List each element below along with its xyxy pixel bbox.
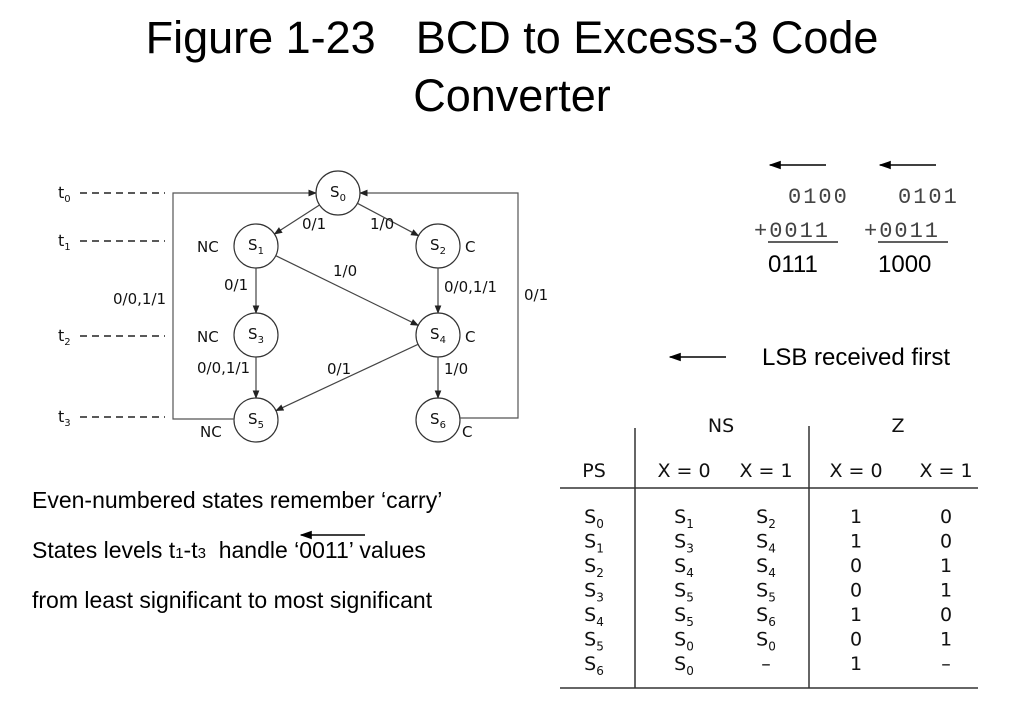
state-label: S4 xyxy=(430,325,446,346)
state-carry-tag: C xyxy=(465,238,475,256)
note-levels-text-c: handle ‘ xyxy=(205,537,300,563)
transition-label: 0/1 xyxy=(302,215,326,233)
transition-label: 0/1 xyxy=(524,286,548,304)
state-label: S5 xyxy=(248,410,264,431)
figure-title: BCD to Excess-3 Code xyxy=(415,12,879,63)
table-cell-ps: S0 xyxy=(584,506,604,531)
table-cell-z-x0: 0 xyxy=(850,629,862,651)
table-cell-ns-x0: S4 xyxy=(674,555,694,580)
lsb-note: LSB received first xyxy=(762,344,950,371)
table-cell-ns-x0: S0 xyxy=(674,629,694,654)
time-level-label: t1 xyxy=(58,231,71,253)
table-cell-ps: S5 xyxy=(584,629,604,654)
table-cell-z-x1: – xyxy=(941,653,951,675)
transition-edge xyxy=(275,255,419,326)
table-cell-ns-x1: S4 xyxy=(756,531,776,556)
table-cell-ns-x1: S4 xyxy=(756,555,776,580)
table-cell-z-x0: 1 xyxy=(850,653,862,675)
note-levels: States levels t1-t3 handle ‘0011’ values xyxy=(32,530,426,568)
table-group-header-ns: NS xyxy=(708,415,734,437)
state-label: S1 xyxy=(248,236,264,257)
table-cell-z-x0: 0 xyxy=(850,580,862,602)
state-carry-tag: NC xyxy=(197,328,219,346)
example-operand: 0100 xyxy=(788,185,849,210)
transition-label: 0/0,1/1 xyxy=(197,359,250,377)
note-order: from least significant to most significa… xyxy=(32,587,433,613)
table-column-header: PS xyxy=(582,460,606,482)
figure-title-line-1: Figure 1-23 BCD to Excess-3 Code xyxy=(0,12,1024,64)
table-column-header: X = 0 xyxy=(829,460,882,482)
table-group-header-z: Z xyxy=(891,415,904,437)
table-cell-ns-x1: S6 xyxy=(756,604,776,629)
table-cell-ns-x0: S3 xyxy=(674,531,694,556)
table-cell-z-x1: 0 xyxy=(940,604,952,626)
transition-label: 0/1 xyxy=(224,276,248,294)
table-cell-ps: S6 xyxy=(584,653,604,678)
table-cell-z-x0: 1 xyxy=(850,506,862,528)
table-cell-ns-x1: S0 xyxy=(756,629,776,654)
note-levels-text-b: -t xyxy=(183,537,198,563)
time-level-label: t2 xyxy=(58,326,71,348)
figure-title-line-2: Converter xyxy=(413,70,611,121)
state-carry-tag: NC xyxy=(197,238,219,256)
table-cell-ps: S1 xyxy=(584,531,604,556)
example-result: 0111 xyxy=(768,251,818,278)
transition-label: 0/0,1/1 xyxy=(113,290,166,308)
time-level-label: t0 xyxy=(58,183,71,205)
table-cell-z-x1: 1 xyxy=(940,629,952,651)
transition-label: 1/0 xyxy=(370,215,394,233)
table-column-header: X = 1 xyxy=(739,460,792,482)
transition-label: 0/1 xyxy=(327,360,351,378)
note-levels-sub-1: 1 xyxy=(175,545,184,562)
table-cell-ns-x1: S5 xyxy=(756,580,776,605)
table-cell-ns-x0: S0 xyxy=(674,653,694,678)
state-carry-tag: NC xyxy=(200,423,222,441)
table-cell-z-x1: 1 xyxy=(940,580,952,602)
table-cell-z-x0: 0 xyxy=(850,555,862,577)
table-column-header: X = 0 xyxy=(657,460,710,482)
transition-edge xyxy=(357,202,420,237)
table-cell-ps: S2 xyxy=(584,555,604,580)
example-addend: +0011 xyxy=(864,219,940,244)
table-cell-z-x1: 1 xyxy=(940,555,952,577)
time-level-label: t3 xyxy=(58,407,71,429)
state-label: S2 xyxy=(430,236,446,257)
table-cell-z-x0: 1 xyxy=(850,604,862,626)
table-cell-z-x1: 0 xyxy=(940,506,952,528)
table-cell-z-x0: 1 xyxy=(850,531,862,553)
table-column-header: X = 1 xyxy=(919,460,972,482)
state-carry-tag: C xyxy=(462,423,472,441)
transition-label: 1/0 xyxy=(444,360,468,378)
transition-edge xyxy=(359,189,519,419)
example-result: 1000 xyxy=(878,251,931,278)
table-cell-z-x1: 0 xyxy=(940,531,952,553)
transition-label: 0/0,1/1 xyxy=(444,278,497,296)
table-cell-ns-x1: S2 xyxy=(756,506,776,531)
example-addend: +0011 xyxy=(754,219,830,244)
note-levels-text-d: ’ values xyxy=(348,537,426,563)
note-code-value: 0011 xyxy=(299,537,349,563)
state-carry-tag: C xyxy=(465,328,475,346)
table-cell-ns-x0: S5 xyxy=(674,604,694,629)
table-cell-ps: S3 xyxy=(584,580,604,605)
state-label: S6 xyxy=(430,410,446,431)
transition-edge xyxy=(172,189,317,420)
note-code: 0011 xyxy=(299,530,366,564)
transition-label: 1/0 xyxy=(333,262,357,280)
left-arrow-icon xyxy=(300,530,366,540)
table-cell-ns-x0: S5 xyxy=(674,580,694,605)
state-label: S0 xyxy=(330,183,346,204)
example-operand: 0101 xyxy=(898,185,959,210)
note-levels-sub-3: 3 xyxy=(197,545,206,562)
transition-edge xyxy=(273,204,320,235)
figure-number: Figure 1-23 xyxy=(145,12,376,63)
table-cell-ns-x0: S1 xyxy=(674,506,694,531)
table-cell-ns-x1: – xyxy=(761,653,771,675)
note-carry: Even-numbered states remember ‘carry’ xyxy=(32,487,443,513)
note-levels-text-a: States levels t xyxy=(32,537,176,563)
transition-edge xyxy=(275,343,419,412)
state-label: S3 xyxy=(248,325,264,346)
table-cell-ps: S4 xyxy=(584,604,604,629)
